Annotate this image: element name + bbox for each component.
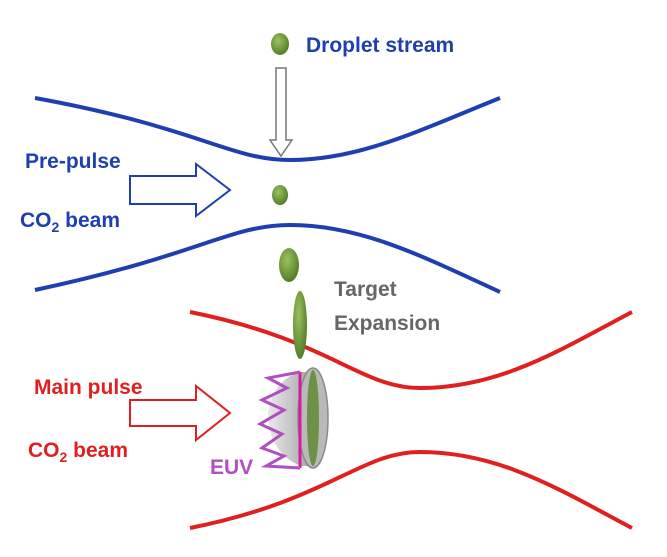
pre-pulse-beam-upper-edge xyxy=(34,96,501,163)
co2-beam-bottom-subscript: 2 xyxy=(60,449,68,465)
pre-pulse-arrow xyxy=(129,161,232,219)
co2-beam-bottom-label: CO2 beam xyxy=(28,439,128,465)
main-pulse-beam-upper-edge xyxy=(189,310,633,391)
co2-beam-top-subscript: 2 xyxy=(52,219,60,235)
pre-pulse-beam-lower-edge xyxy=(34,222,501,294)
droplet-stream-arrow xyxy=(268,67,294,158)
droplet-expanded xyxy=(293,291,307,359)
plasma-cloud xyxy=(268,372,308,466)
main-pulse-arrow xyxy=(129,383,232,443)
pre-pulse-label: Pre-pulse xyxy=(25,150,121,173)
target-label: Target xyxy=(334,278,397,301)
expanded-target-core xyxy=(307,370,319,466)
main-pulse-beam-lower-edge xyxy=(189,449,633,530)
co2-beam-top-label: CO2 beam xyxy=(20,209,120,235)
main-pulse-label: Main pulse xyxy=(34,376,143,399)
expansion-label: Expansion xyxy=(334,312,440,335)
droplet-top xyxy=(271,33,289,55)
co2-beam-bottom-prefix: CO xyxy=(28,439,60,462)
droplet-at-pre-pulse xyxy=(272,185,288,205)
droplet-stream-label: Droplet stream xyxy=(306,34,454,57)
co2-beam-top-suffix: beam xyxy=(59,209,120,232)
euv-label: EUV xyxy=(210,456,253,479)
euv-emission-zigzag xyxy=(256,370,301,470)
co2-beam-top-prefix: CO xyxy=(20,209,52,232)
co2-beam-bottom-suffix: beam xyxy=(67,439,128,462)
droplet-flattening xyxy=(279,248,299,282)
